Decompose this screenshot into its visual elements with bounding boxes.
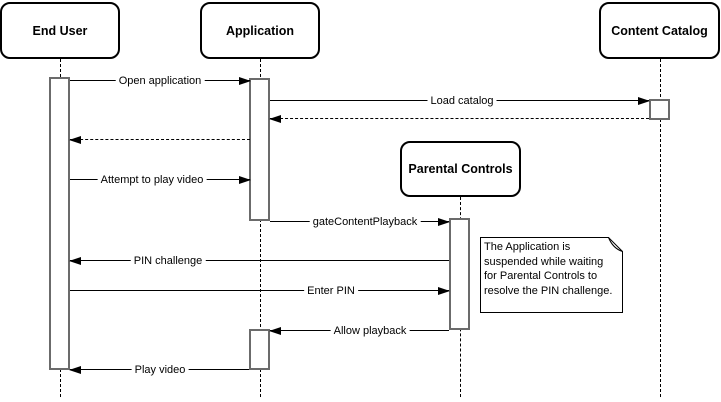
message-label: Load catalog (427, 94, 497, 108)
note: The Application is suspended while waiti… (480, 237, 623, 313)
message-allow-playback: Allow playback (269, 324, 449, 338)
actor-label: Parental Controls (408, 162, 513, 176)
arrowhead-right-icon (239, 176, 251, 184)
arrowhead-right-icon (438, 287, 450, 295)
arrowhead-left-icon (69, 257, 81, 265)
activation-content-catalog (649, 99, 670, 120)
arrowhead-left-icon (269, 115, 281, 123)
message-gate-content-playback: gateContentPlayback (270, 215, 450, 229)
message-load-catalog: Load catalog (270, 94, 650, 108)
actor-content-catalog: Content Catalog (599, 2, 720, 59)
message-label: Attempt to play video (97, 173, 207, 187)
message-label: Open application (115, 74, 205, 88)
arrowhead-right-icon (239, 77, 251, 85)
lifeline-content-catalog (660, 59, 661, 397)
lifeline-application (260, 59, 261, 397)
message-label: Play video (131, 363, 189, 377)
message-return-open (69, 136, 250, 144)
actor-label: Content Catalog (611, 23, 708, 38)
actor-application: Application (200, 2, 320, 59)
note-shape-icon (480, 237, 623, 313)
arrowhead-left-icon (69, 136, 81, 144)
actor-label: Application (225, 23, 295, 38)
actor-label: End User (32, 23, 88, 38)
activation-application-2 (249, 329, 270, 370)
note-text: The Application is suspended while waiti… (484, 241, 613, 297)
message-label: Allow playback (330, 324, 410, 338)
message-pin-challenge: PIN challenge (69, 254, 449, 268)
activation-parental-controls (449, 218, 470, 330)
actor-end-user: End User (0, 2, 120, 59)
message-play-video: Play video (69, 363, 249, 377)
message-attempt-play-video: Attempt to play video (70, 173, 251, 187)
message-open-application: Open application (70, 74, 251, 88)
message-return-catalog (269, 115, 649, 123)
message-label: PIN challenge (130, 254, 206, 268)
message-label: gateContentPlayback (309, 215, 421, 229)
arrowhead-left-icon (69, 366, 81, 374)
arrowhead-right-icon (638, 97, 650, 105)
arrowhead-right-icon (438, 218, 450, 226)
actor-parental-controls: Parental Controls (400, 141, 521, 197)
arrowhead-left-icon (269, 327, 281, 335)
message-enter-pin: Enter PIN (70, 284, 450, 298)
activation-application-1 (249, 78, 270, 221)
message-label: Enter PIN (304, 284, 358, 298)
activation-end-user (49, 77, 70, 370)
